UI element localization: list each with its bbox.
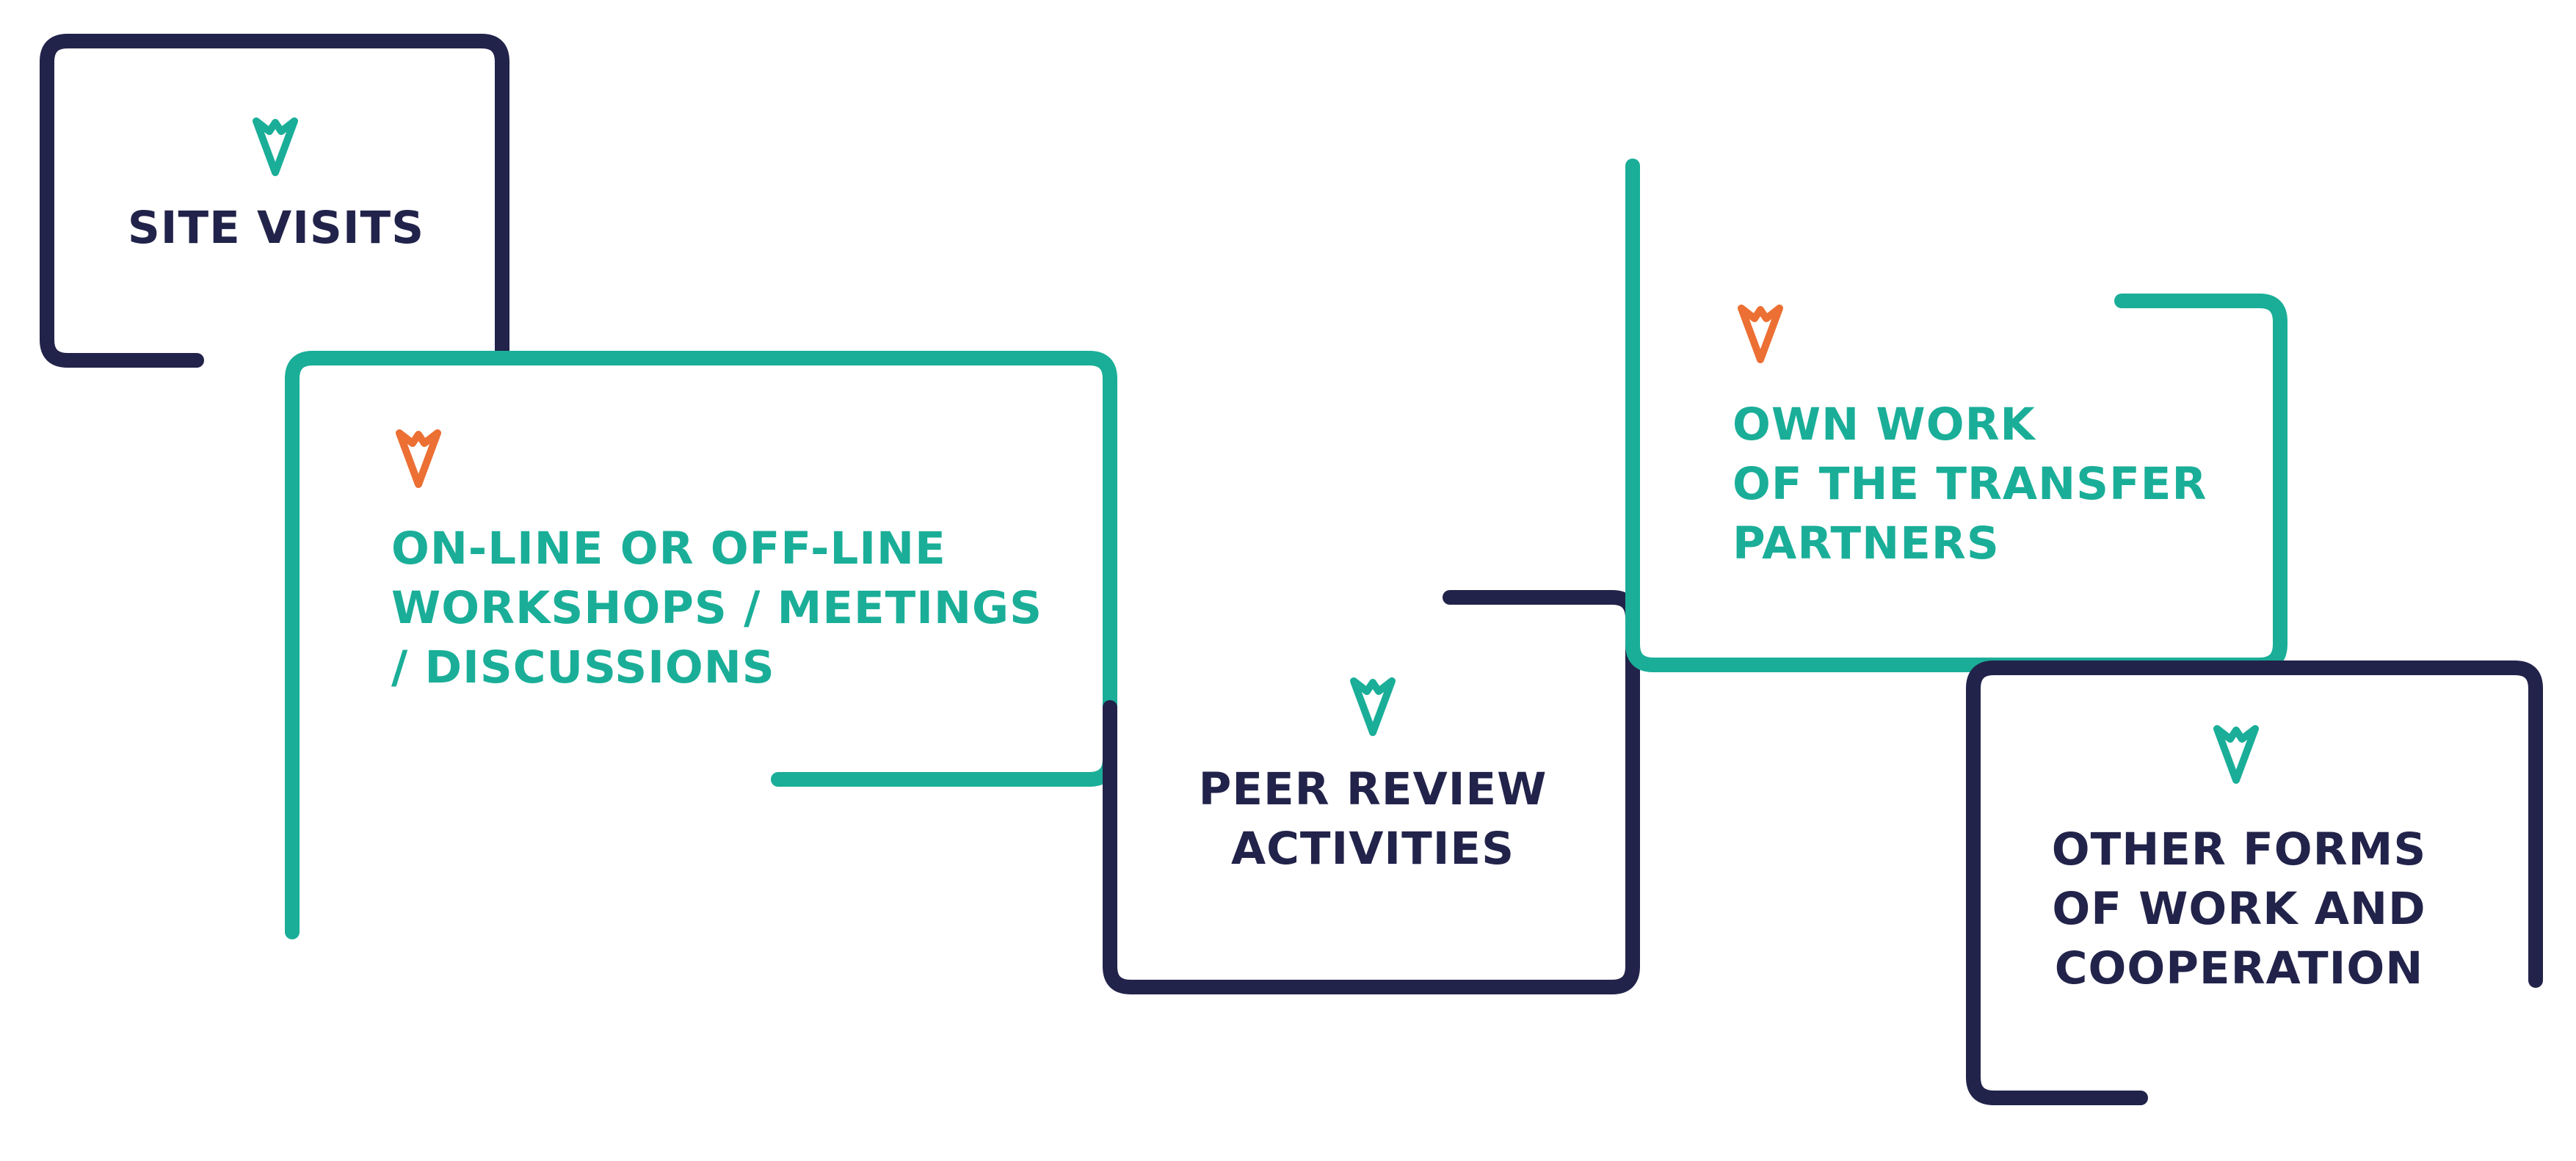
label-line: OF THE TRANSFER	[1733, 458, 2207, 510]
arrowhead-pointer-icon	[1350, 677, 1396, 736]
own-work-label: OWN WORK OF THE TRANSFER PARTNERS	[1733, 395, 2246, 573]
label-line: ON-LINE OR OFF-LINE	[391, 523, 946, 575]
site-visits-label: SITE VISITS	[110, 198, 442, 258]
own-work-frame	[1625, 159, 2287, 672]
label-line: COOPERATION	[2054, 942, 2424, 994]
peer-review-label: PEER REVIEW ACTIVITIES	[1145, 760, 1600, 878]
arrowhead-pointer-icon	[253, 117, 298, 176]
label-line: OTHER FORMS	[2051, 823, 2427, 876]
label-line: OWN WORK	[1733, 398, 2036, 451]
label-line: PEER REVIEW	[1198, 763, 1548, 815]
label-line: / DISCUSSIONS	[391, 641, 775, 694]
site-visits-frame	[40, 34, 509, 368]
label-line: OF WORK AND	[2052, 883, 2426, 935]
other-forms-label: OTHER FORMS OF WORK AND COOPERATION	[2011, 820, 2467, 998]
label-line: PARTNERS	[1733, 517, 2000, 569]
other-forms-frame	[1966, 660, 2543, 1105]
arrowhead-pointer-icon	[2213, 725, 2259, 784]
workshops-label: ON-LINE OR OFF-LINE WORKSHOPS / MEETINGS…	[391, 519, 1052, 697]
label-line: WORKSHOPS / MEETINGS	[391, 582, 1043, 634]
label-line: SITE VISITS	[127, 202, 425, 254]
arrowhead-pointer-icon	[1738, 305, 1783, 363]
label-line: ACTIVITIES	[1230, 823, 1515, 875]
arrowhead-pointer-icon	[396, 429, 441, 488]
